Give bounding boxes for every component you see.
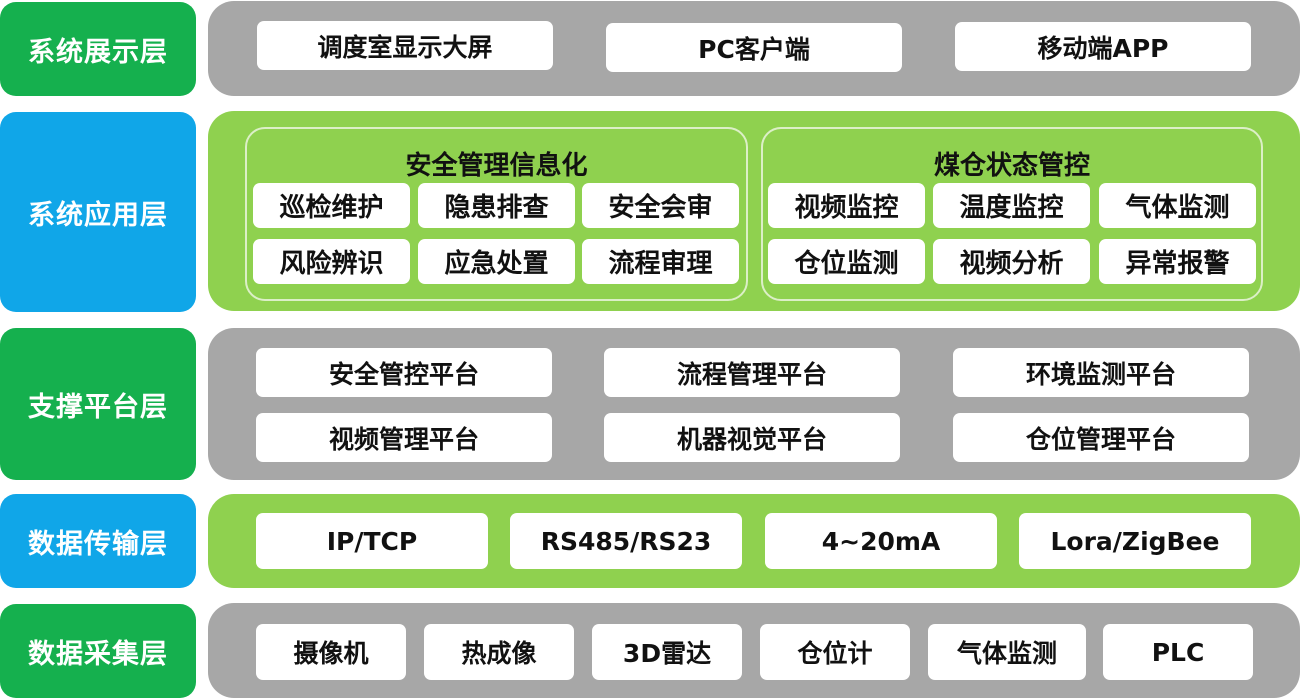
app-item: 气体监测 bbox=[1099, 183, 1256, 228]
app-item: 视频分析 bbox=[933, 239, 1090, 284]
acquisition-item: 仓位计 bbox=[760, 624, 910, 680]
platform-item: 仓位管理平台 bbox=[953, 413, 1249, 462]
platform-item: 安全管控平台 bbox=[256, 348, 552, 397]
layer-label-platform: 支撑平台层 bbox=[0, 328, 196, 480]
layer-label-transport: 数据传输层 bbox=[0, 494, 196, 588]
layer-band-application: 安全管理信息化 巡检维护 隐患排查 安全会审 风险辨识 应急处置 流程审理 煤仓… bbox=[208, 111, 1300, 311]
layer-label-acquisition: 数据采集层 bbox=[0, 604, 196, 698]
acquisition-item: 气体监测 bbox=[928, 624, 1086, 680]
platform-item: 机器视觉平台 bbox=[604, 413, 900, 462]
app-group-bunker: 煤仓状态管控 视频监控 温度监控 气体监测 仓位监测 视频分析 异常报警 bbox=[761, 127, 1263, 301]
app-item: 流程审理 bbox=[582, 239, 739, 284]
platform-item: 视频管理平台 bbox=[256, 413, 552, 462]
display-item-pc-client: PC客户端 bbox=[606, 23, 902, 72]
transport-item: Lora/ZigBee bbox=[1019, 513, 1251, 569]
display-item-mobile-app: 移动端APP bbox=[955, 22, 1251, 71]
app-item: 巡检维护 bbox=[253, 183, 410, 228]
app-item: 隐患排查 bbox=[418, 183, 575, 228]
acquisition-item: 3D雷达 bbox=[592, 624, 742, 680]
app-item: 仓位监测 bbox=[768, 239, 925, 284]
layer-band-transport: IP/TCP RS485/RS23 4~20mA Lora/ZigBee bbox=[208, 494, 1300, 588]
acquisition-item: 摄像机 bbox=[256, 624, 406, 680]
app-group-title: 安全管理信息化 bbox=[405, 151, 588, 181]
app-item: 温度监控 bbox=[933, 183, 1090, 228]
layer-band-acquisition: 摄像机 热成像 3D雷达 仓位计 气体监测 PLC bbox=[208, 603, 1300, 698]
app-item: 视频监控 bbox=[768, 183, 925, 228]
app-item: 异常报警 bbox=[1099, 239, 1256, 284]
acquisition-item: PLC bbox=[1103, 624, 1253, 680]
layer-label-application: 系统应用层 bbox=[0, 112, 196, 312]
acquisition-item: 热成像 bbox=[424, 624, 574, 680]
app-item: 风险辨识 bbox=[253, 239, 410, 284]
app-group-safety: 安全管理信息化 巡检维护 隐患排查 安全会审 风险辨识 应急处置 流程审理 bbox=[245, 127, 748, 301]
transport-item: 4~20mA bbox=[765, 513, 997, 569]
display-item-dispatch-screen: 调度室显示大屏 bbox=[257, 21, 553, 70]
layer-band-display: 调度室显示大屏 PC客户端 移动端APP bbox=[208, 1, 1300, 96]
transport-item: IP/TCP bbox=[256, 513, 488, 569]
app-group-title: 煤仓状态管控 bbox=[933, 151, 1090, 181]
platform-item: 环境监测平台 bbox=[953, 348, 1249, 397]
transport-item: RS485/RS23 bbox=[510, 513, 742, 569]
app-item: 安全会审 bbox=[582, 183, 739, 228]
platform-item: 流程管理平台 bbox=[604, 348, 900, 397]
layer-band-platform: 安全管控平台 流程管理平台 环境监测平台 视频管理平台 机器视觉平台 仓位管理平… bbox=[208, 328, 1300, 480]
layer-label-display: 系统展示层 bbox=[0, 2, 196, 96]
app-item: 应急处置 bbox=[418, 239, 575, 284]
